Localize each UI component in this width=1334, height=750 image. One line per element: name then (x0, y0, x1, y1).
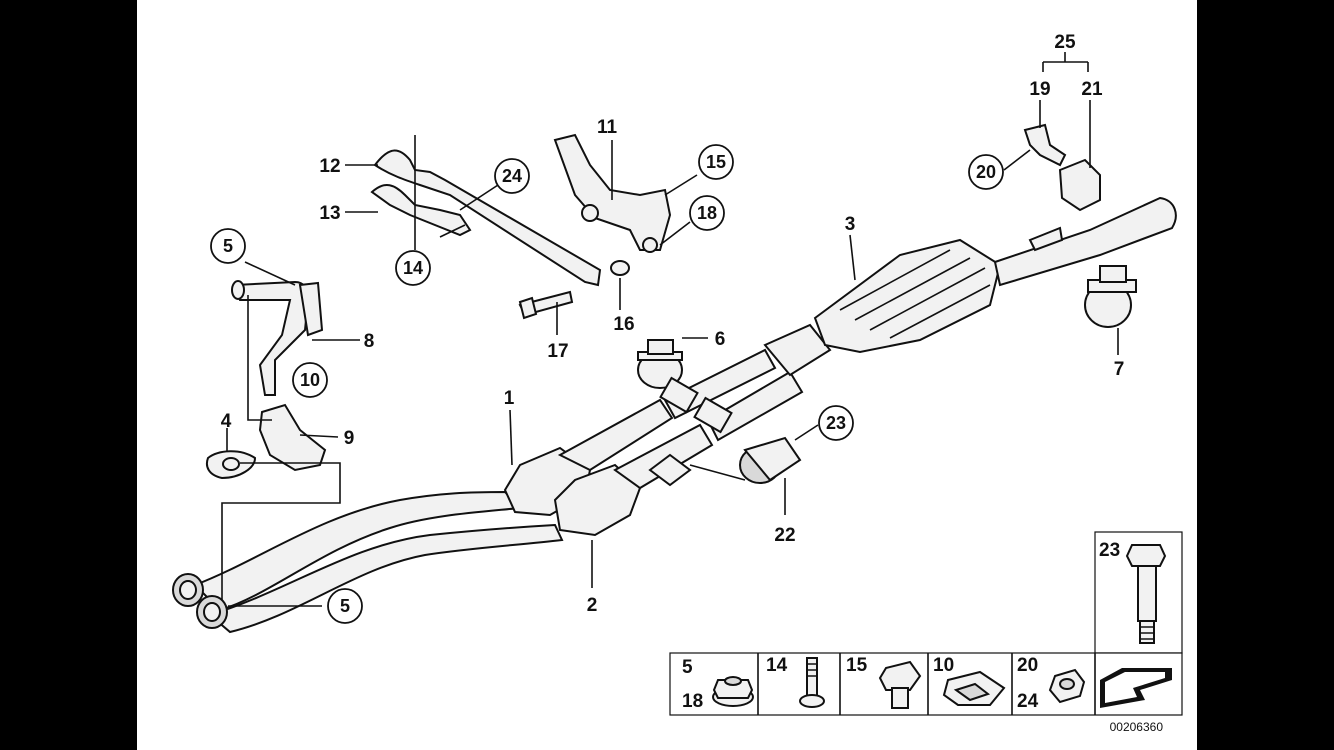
callout-circle-15 (698, 144, 734, 180)
brackets (205, 133, 672, 480)
callout-16: 16 (613, 314, 634, 335)
callout-circle-5b (327, 588, 363, 624)
callout-circle-24 (494, 158, 530, 194)
callout-13: 13 (319, 203, 340, 224)
hardware-legend: 23 5 18 14 15 10 (669, 531, 1183, 734)
callout-18: 18 (697, 203, 717, 223)
diagram-sheet: 25 19 21 20 11 15 18 12 13 24 14 5 8 10 … (137, 0, 1197, 750)
callout-10: 10 (300, 370, 320, 390)
callout-9: 9 (344, 428, 355, 449)
callout-23: 23 (826, 413, 846, 433)
callout-22: 22 (774, 525, 795, 546)
legend-label-14: 14 (766, 655, 788, 676)
front-pipe-assembly (172, 490, 564, 634)
callout-5a: 5 (223, 236, 233, 256)
callout-11: 11 (597, 117, 618, 138)
washer-16 (610, 260, 630, 276)
legend-label-20: 20 (1017, 655, 1038, 676)
callout-circle-23 (818, 405, 854, 441)
callout-4: 4 (221, 411, 232, 432)
callout-24: 24 (502, 166, 522, 186)
shoulder-bolt-icon (1125, 544, 1167, 644)
callout-circle-18 (689, 195, 725, 231)
hangers (1023, 123, 1101, 212)
callout-15: 15 (706, 152, 726, 172)
callout-14: 14 (403, 258, 423, 278)
callout-25: 25 (1054, 32, 1076, 53)
callout-circle-20 (968, 154, 1004, 190)
callout-labels: 25 19 21 20 11 15 18 12 13 24 14 5 8 10 … (210, 32, 1125, 624)
callout-6: 6 (715, 329, 726, 350)
clamps (637, 265, 1137, 484)
callout-7: 7 (1114, 359, 1125, 380)
legend-label-15: 15 (846, 655, 868, 676)
hex-bolt-icon (878, 660, 922, 709)
callout-17: 17 (547, 341, 568, 362)
exhaust-parts-diagram: 25 19 21 20 11 15 18 12 13 24 14 5 8 10 … (172, 32, 1183, 734)
callout-circle-14 (395, 250, 431, 286)
legend-label-10: 10 (933, 655, 954, 676)
callout-20: 20 (976, 162, 996, 182)
callout-2: 2 (587, 595, 598, 616)
callout-8: 8 (364, 331, 375, 352)
callout-circle-5a (210, 228, 246, 264)
catalog-number: 00206360 (1110, 720, 1164, 734)
callout-19: 19 (1029, 79, 1050, 100)
callout-3: 3 (845, 214, 856, 235)
leader-lines (221, 52, 1119, 607)
callout-circle-10 (292, 362, 328, 398)
center-muffler (763, 196, 1177, 377)
clip-nut-icon (942, 670, 1006, 706)
legend-label-5: 5 (682, 657, 693, 678)
callout-21: 21 (1081, 79, 1103, 100)
arrow-icon (1100, 668, 1172, 708)
legend-label-24: 24 (1017, 691, 1039, 712)
flange-nut-icon (712, 676, 754, 707)
callout-1: 1 (504, 388, 515, 409)
screw-icon (799, 657, 825, 708)
callout-5b: 5 (340, 596, 350, 616)
legend-label-18: 18 (682, 691, 703, 712)
callout-12: 12 (319, 156, 340, 177)
catalytic-converters (503, 348, 804, 537)
legend-label-23: 23 (1099, 540, 1120, 561)
hex-nut-icon (1048, 668, 1086, 704)
